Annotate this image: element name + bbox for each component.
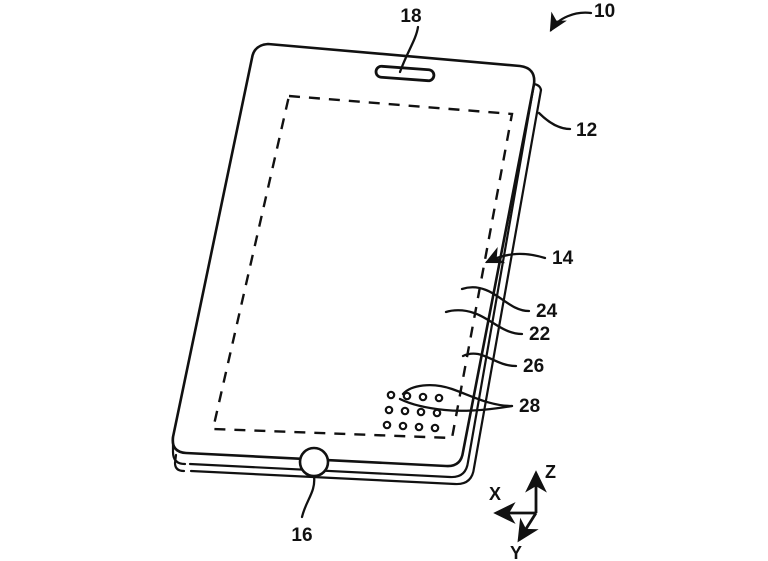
- leader-line-12: [537, 111, 572, 131]
- home-button-circle[interactable]: [298, 446, 330, 478]
- leader-line-18: [398, 25, 420, 74]
- device-outline: [171, 42, 536, 468]
- ref-label-22: 22: [529, 324, 550, 345]
- speaker-hole-array: [382, 390, 444, 433]
- ref-label-14: 14: [552, 248, 574, 269]
- leader-line-24: [460, 286, 531, 313]
- leader-line-28: [401, 383, 514, 408]
- speaker-hole: [386, 390, 396, 400]
- axis-label-z: Z: [545, 462, 556, 482]
- housing-bottom-left-closure-2: [173, 453, 186, 473]
- speaker-hole: [432, 408, 442, 418]
- leader-line-16: [300, 474, 316, 519]
- ref-label-24: 24: [536, 301, 558, 322]
- housing-corner-connector: [532, 82, 543, 92]
- axis-label-y: Y: [510, 543, 522, 561]
- ref-label-10: 10: [594, 1, 615, 22]
- axis-label-x: X: [489, 484, 501, 504]
- ref-label-18: 18: [400, 6, 421, 27]
- leader-line-26: [461, 352, 518, 368]
- ref-label-26: 26: [523, 356, 544, 377]
- axis-line-y: [517, 512, 539, 543]
- housing-side-edge-outer: [188, 82, 536, 479]
- speaker-hole: [430, 423, 440, 433]
- speaker-hole: [414, 422, 424, 432]
- speaker-hole: [398, 421, 408, 431]
- speaker-hole: [384, 405, 394, 415]
- leader-line-22: [444, 309, 524, 336]
- speaker-hole: [434, 393, 444, 403]
- leader-line-10: [549, 11, 593, 32]
- ref-label-28: 28: [519, 396, 540, 417]
- display-dashed-boundary: [211, 94, 514, 440]
- leader-line-14: [484, 246, 547, 264]
- leader-line-28b: [398, 397, 514, 412]
- speaker-hole: [382, 420, 392, 430]
- speaker-hole: [416, 407, 426, 417]
- earpiece-slot: [374, 64, 436, 83]
- coordinate-axes: Z X Y: [489, 462, 556, 561]
- speaker-hole: [402, 391, 412, 401]
- ref-label-12: 12: [576, 120, 597, 141]
- speaker-hole: [418, 392, 428, 402]
- ref-label-16: 16: [291, 525, 312, 546]
- speaker-hole: [400, 406, 410, 416]
- housing-side-edge-inner: [189, 88, 543, 486]
